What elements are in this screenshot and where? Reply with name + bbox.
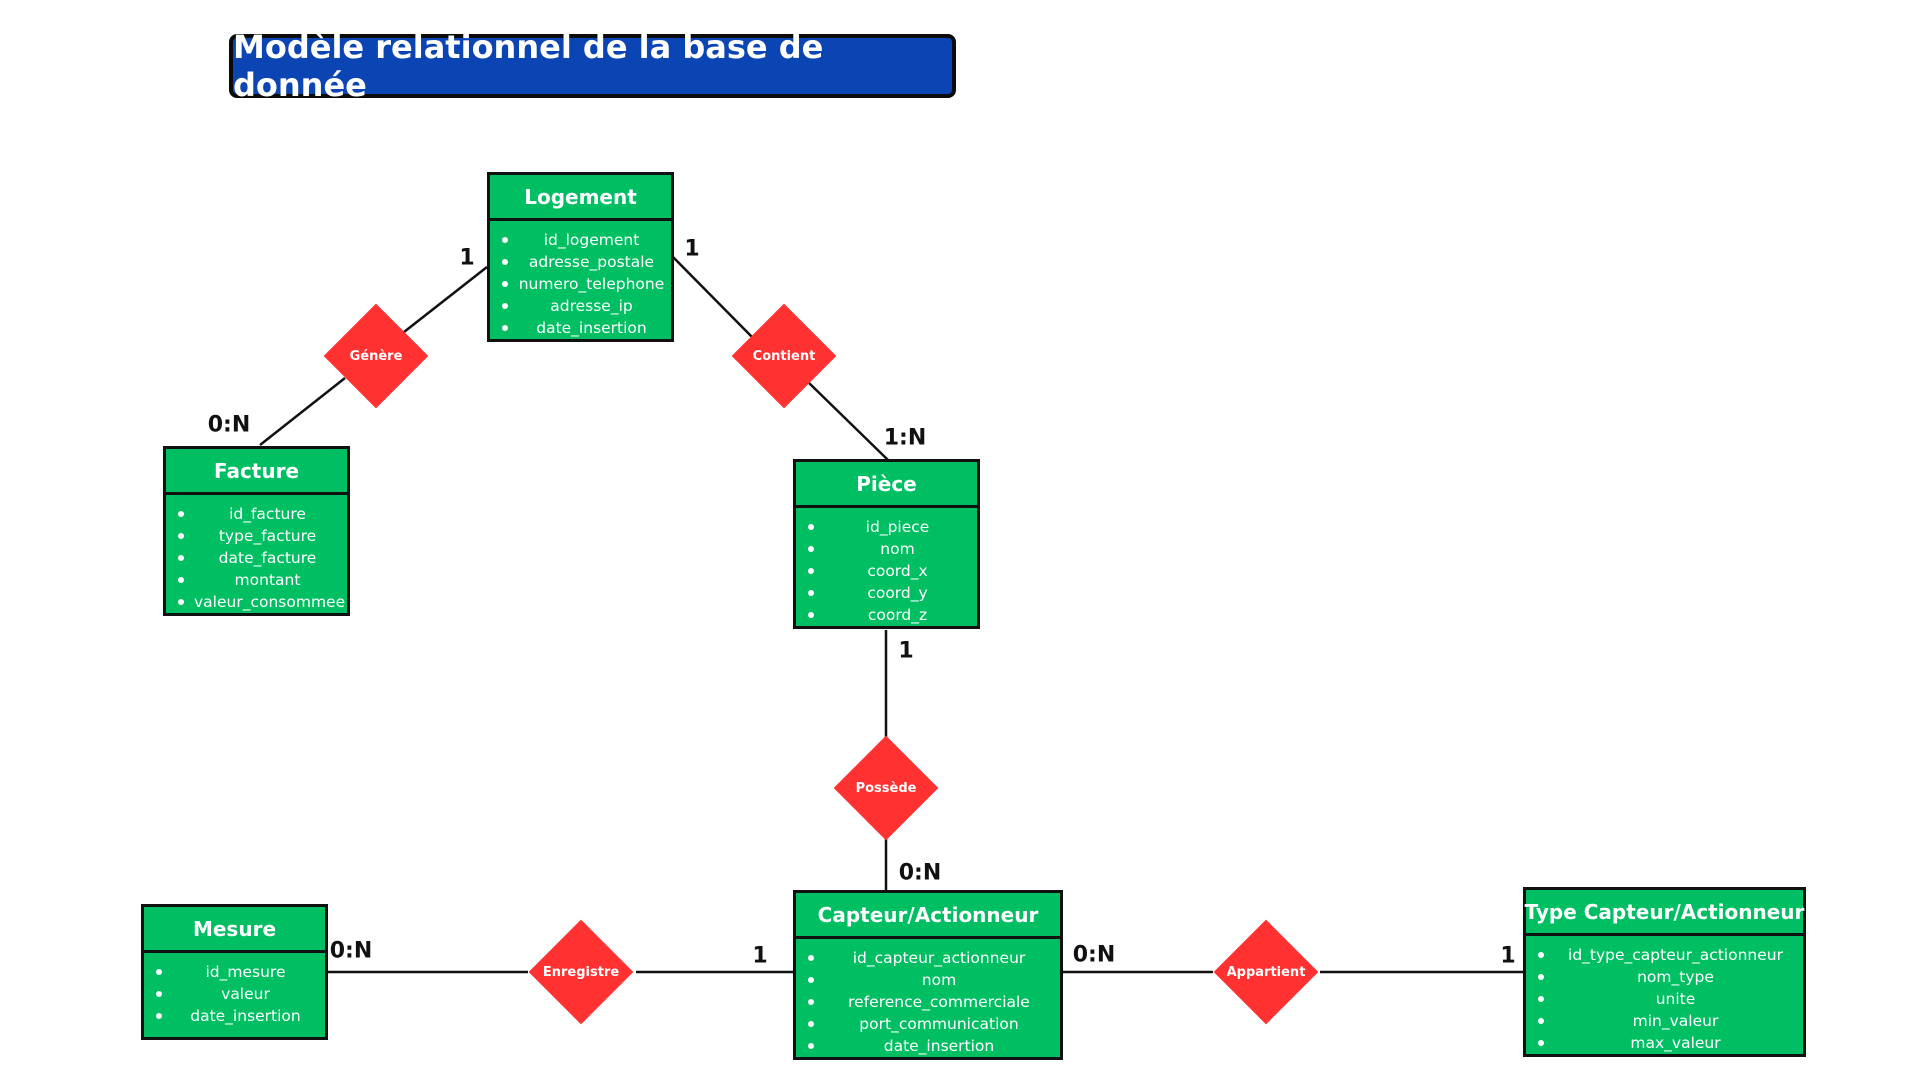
entity-name: Capteur/Actionneur: [796, 893, 1060, 939]
attribute: valeur: [150, 983, 319, 1005]
entity-capteur-actionneur: Capteur/Actionneur id_capteur_actionneur…: [793, 890, 1063, 1060]
attribute: reference_commerciale: [802, 991, 1054, 1013]
cardinality-piece-contient: 1:N: [883, 425, 927, 451]
entity-type-capteur-actionneur: Type Capteur/Actionneur id_type_capteur_…: [1523, 887, 1806, 1057]
cardinality-capteur-appartient: 0:N: [1072, 942, 1116, 968]
relation-enregistre: Enregistre: [528, 919, 634, 1025]
relation-label: Contient: [752, 348, 816, 364]
attribute: id_piece: [802, 516, 971, 538]
entity-mesure: Mesure id_mesure valeur date_insertion: [141, 904, 328, 1040]
relation-label: Appartient: [1226, 964, 1306, 980]
attribute: id_mesure: [150, 961, 319, 983]
entity-logement: Logement id_logement adresse_postale num…: [487, 172, 674, 342]
cardinality-logement-contient: 1: [684, 236, 700, 262]
attribute: id_capteur_actionneur: [802, 947, 1054, 969]
attribute: date_insertion: [496, 317, 665, 339]
cardinality-capteur-enregistre: 1: [752, 943, 768, 969]
attribute: coord_z: [802, 604, 971, 626]
cardinality-type-appartient: 1: [1500, 943, 1516, 969]
relation-appartient: Appartient: [1213, 919, 1319, 1025]
attribute: nom: [802, 969, 1054, 991]
attribute: id_logement: [496, 229, 665, 251]
cardinality-facture-genere: 0:N: [207, 412, 251, 438]
attribute: unite: [1532, 988, 1797, 1010]
line-genere-facture: [259, 377, 346, 446]
attribute: numero_telephone: [496, 273, 665, 295]
cardinality-logement-genere: 1: [459, 245, 475, 271]
attribute: adresse_ip: [496, 295, 665, 317]
attribute-list: id_piece nom coord_x coord_y coord_z: [796, 508, 977, 626]
attribute: nom_type: [1532, 966, 1797, 988]
entity-name: Facture: [166, 449, 347, 495]
attribute: date_facture: [172, 547, 341, 569]
attribute-list: id_facture type_facture date_facture mon…: [166, 495, 347, 613]
relation-possede: Possède: [833, 735, 939, 841]
relation-genere: Génère: [323, 303, 429, 409]
cardinality-capteur-possede: 0:N: [898, 860, 942, 886]
attribute: date_insertion: [150, 1005, 319, 1027]
relation-label: Enregistre: [542, 964, 620, 980]
attribute: nom: [802, 538, 971, 560]
relation-label: Possède: [855, 780, 917, 796]
entity-name: Mesure: [144, 907, 325, 953]
attribute-list: id_logement adresse_postale numero_telep…: [490, 221, 671, 339]
entity-piece: Pièce id_piece nom coord_x coord_y coord…: [793, 459, 980, 629]
relation-contient: Contient: [731, 303, 837, 409]
attribute: coord_y: [802, 582, 971, 604]
attribute: type_facture: [172, 525, 341, 547]
attribute: adresse_postale: [496, 251, 665, 273]
entity-name: Logement: [490, 175, 671, 221]
relation-label: Génère: [349, 348, 403, 364]
attribute: coord_x: [802, 560, 971, 582]
attribute-list: id_mesure valeur date_insertion: [144, 953, 325, 1027]
cardinality-piece-possede: 1: [898, 638, 914, 664]
line-logement-contient: [671, 255, 754, 339]
attribute: id_facture: [172, 503, 341, 525]
attribute: montant: [172, 569, 341, 591]
entity-name: Type Capteur/Actionneur: [1525, 890, 1804, 936]
attribute: valeur_consommee: [172, 591, 345, 613]
entity-facture: Facture id_facture type_facture date_fac…: [163, 446, 350, 616]
attribute: min_valeur: [1532, 1010, 1797, 1032]
diagram-title: Modèle relationnel de la base de donnée: [229, 28, 956, 104]
attribute: max_valeur: [1532, 1032, 1797, 1054]
attribute: id_type_capteur_actionneur: [1532, 944, 1797, 966]
line-contient-piece: [807, 381, 889, 461]
attribute: date_insertion: [802, 1035, 1054, 1057]
line-logement-genere: [403, 266, 488, 333]
cardinality-mesure-enregistre: 0:N: [329, 938, 373, 964]
entity-name: Pièce: [796, 462, 977, 508]
attribute-list: id_type_capteur_actionneur nom_type unit…: [1526, 936, 1803, 1054]
attribute: port_communication: [802, 1013, 1054, 1035]
attribute-list: id_capteur_actionneur nom reference_comm…: [796, 939, 1060, 1057]
